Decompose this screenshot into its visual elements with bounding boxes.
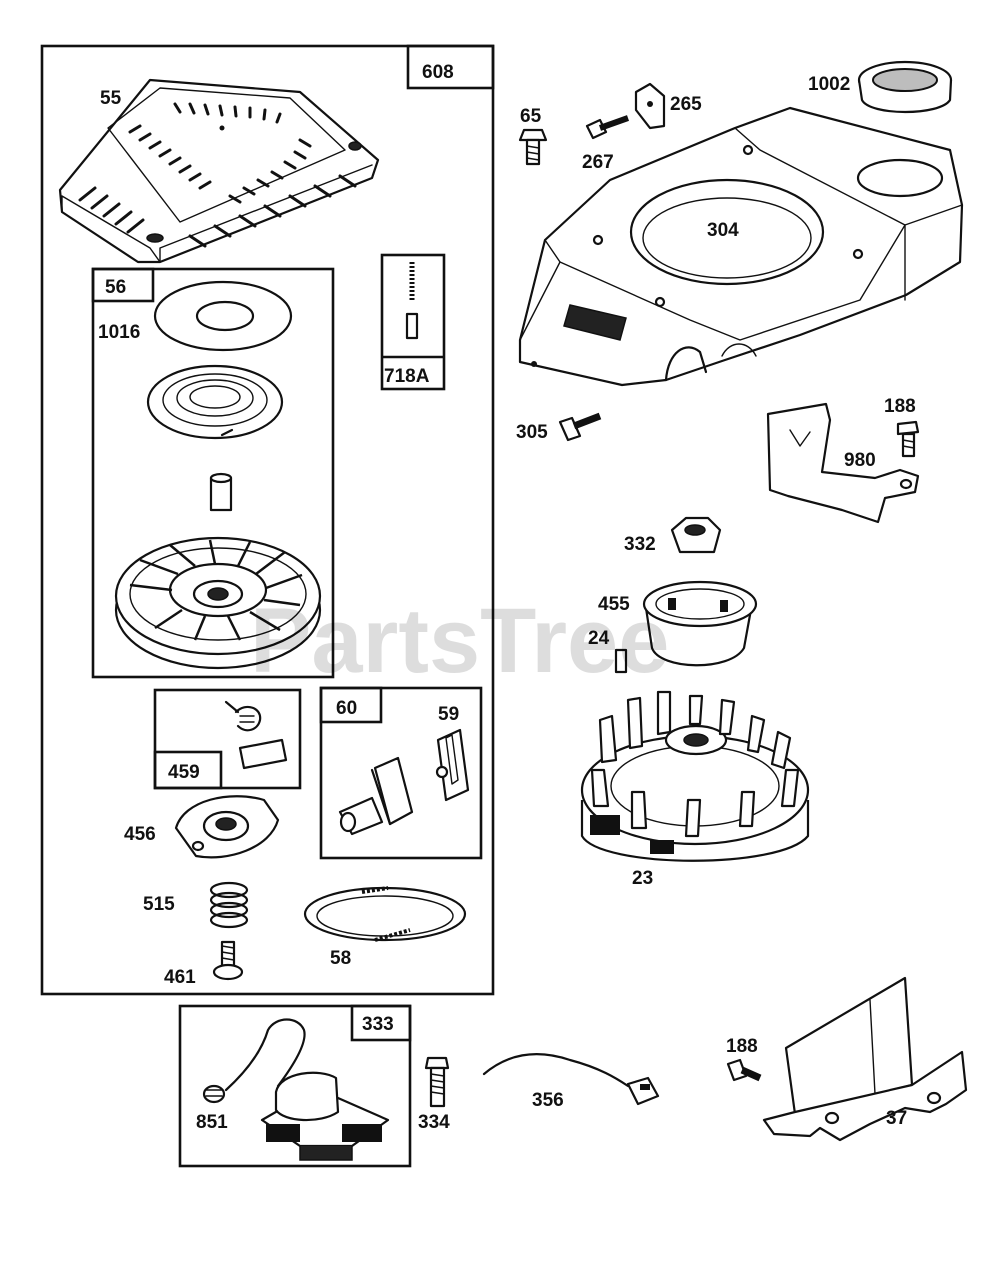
part-188-bolt-lower [726,1058,762,1082]
part-305-bolt [558,412,602,442]
part-718a-pin [405,262,419,340]
label-305: 305 [516,422,548,443]
part-55-rewind-cover [58,78,380,264]
label-334: 334 [418,1112,450,1133]
label-65: 65 [520,106,542,127]
label-188-lower: 188 [726,1036,758,1057]
part-265-clip [634,82,666,130]
assembly-333-box [178,1004,412,1168]
part-65-bolt [518,128,548,166]
part-356-ground-wire [482,1053,660,1106]
part-bushing [209,472,233,512]
part-1002-grommet [857,60,953,114]
label-459: 459 [168,762,200,783]
label-980: 980 [844,450,876,471]
label-718a: 718A [384,366,430,387]
part-58-starter-rope [303,886,467,942]
part-1016-washer [153,280,293,352]
label-24: 24 [588,628,610,649]
part-332-nut [670,516,722,554]
label-608: 608 [422,62,454,83]
label-59: 59 [438,704,459,725]
label-188-upper: 188 [884,396,916,417]
label-461: 461 [164,967,196,988]
label-455: 455 [598,594,630,615]
part-304-blower-housing [518,106,964,387]
part-980-bracket [766,402,920,524]
part-461-screw [212,940,244,981]
label-55: 55 [100,88,122,109]
part-188-bolt-upper [896,420,920,458]
assembly-608-box [40,44,495,996]
label-851: 851 [196,1112,228,1133]
assembly-56-box [91,267,335,679]
part-455-starter-cup [642,580,758,667]
label-23: 23 [632,868,653,889]
part-rewind-spring [146,364,284,440]
part-515-spring [209,881,249,929]
label-60: 60 [336,698,357,719]
label-1002: 1002 [808,74,850,95]
label-37: 37 [886,1108,907,1129]
assembly-459-tag [153,750,223,790]
watermark: PartsTree [250,590,669,692]
part-23-flywheel [580,690,810,862]
part-37-air-guide [762,976,968,1142]
label-304: 304 [707,220,739,241]
assembly-60-box [319,686,483,860]
label-333: 333 [362,1014,394,1035]
label-456: 456 [124,824,156,845]
part-333-armature [224,1018,390,1161]
assembly-459-box [153,688,302,790]
label-1016: 1016 [98,322,140,343]
label-58: 58 [330,948,351,969]
assembly-333-tag [350,1004,412,1042]
part-267-screw [585,115,630,140]
label-332: 332 [624,534,656,555]
part-rewind-pulley [114,536,322,670]
assembly-608-tag [406,44,495,90]
part-456-retainer [174,795,280,859]
assembly-60-tag [319,686,383,724]
part-60-starter-handle [338,756,414,836]
label-356: 356 [532,1090,564,1111]
part-24-key [614,648,628,674]
part-851-terminal [202,1084,226,1104]
part-334-bolt [424,1056,450,1108]
part-459-pawl-spring [224,700,288,770]
label-265: 265 [670,94,702,115]
label-56: 56 [105,277,126,298]
label-267: 267 [582,152,614,173]
assembly-718a-box [380,253,446,391]
assembly-56-tag [91,267,155,303]
part-59-handle-insert [435,728,470,802]
label-515: 515 [143,894,175,915]
